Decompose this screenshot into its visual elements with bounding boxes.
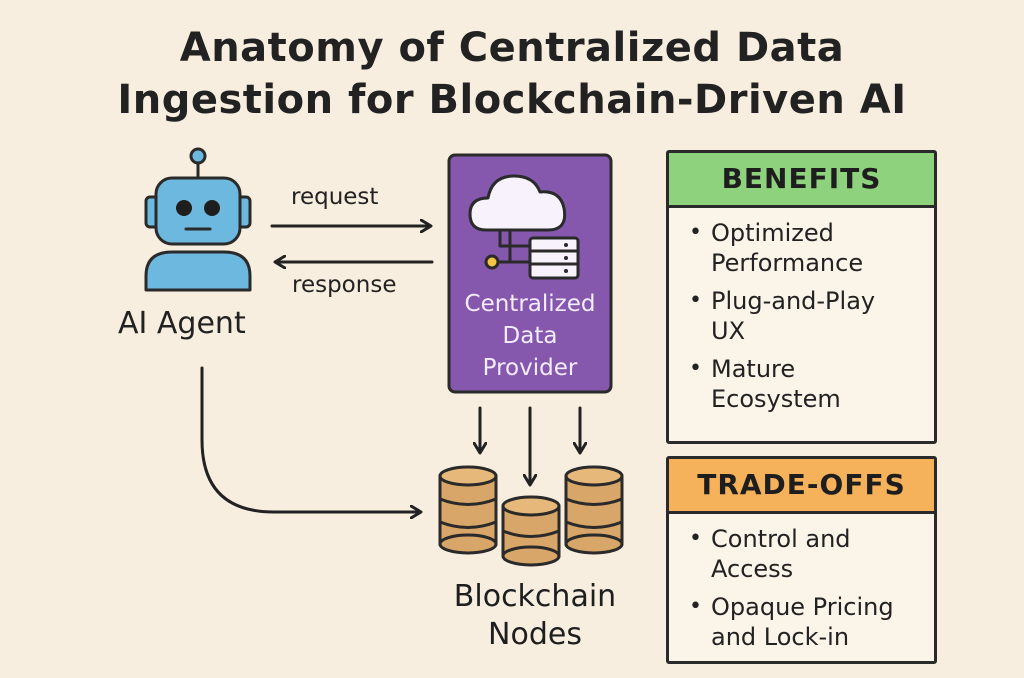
list-item-line: Control and — [711, 525, 851, 553]
list-item-line: Performance — [711, 249, 864, 277]
cloud-server-icon — [468, 174, 580, 280]
benefits-heading: BENEFITS — [669, 153, 934, 208]
list-item-line: Mature — [711, 355, 796, 383]
tradeoffs-panel: TRADE-OFFS Control and Access Opaque Pri… — [666, 456, 937, 664]
list-item: Opaque Pricing and Lock-in — [687, 592, 922, 652]
title-line-1: Anatomy of Centralized Data — [179, 25, 845, 71]
benefits-panel: BENEFITS Optimized Performance Plug-and-… — [666, 150, 937, 444]
tradeoffs-heading: TRADE-OFFS — [669, 459, 934, 514]
list-item-line: UX — [711, 317, 746, 345]
response-label: response — [292, 272, 397, 298]
list-item: Plug-and-Play UX — [687, 286, 922, 346]
benefits-list: Optimized Performance Plug-and-Play UX M… — [669, 208, 934, 432]
robot-icon — [144, 147, 252, 292]
title-line-2: Ingestion for Blockchain-Driven AI — [117, 77, 907, 123]
provider-label-line: Centralized — [464, 291, 596, 317]
provider-label-line: Provider — [482, 355, 578, 381]
tradeoffs-list: Control and Access Opaque Pricing and Lo… — [669, 514, 934, 670]
nodes-label-line: Nodes — [488, 617, 582, 652]
list-item-line: and Lock-in — [711, 623, 850, 651]
list-item-line: Ecosystem — [711, 385, 841, 413]
list-item: Mature Ecosystem — [687, 354, 922, 414]
list-item-line: Optimized — [711, 219, 834, 247]
list-item-line: Access — [711, 555, 794, 583]
diagram-title: Anatomy of Centralized Data Ingestion fo… — [0, 22, 1024, 126]
list-item-line: Opaque Pricing — [711, 593, 894, 621]
provider-label-line: Data — [502, 323, 558, 349]
nodes-label-line: Blockchain — [453, 579, 617, 614]
agent-label: AI Agent — [118, 306, 246, 341]
list-item-line: Plug-and-Play — [711, 287, 876, 315]
request-label: request — [291, 184, 379, 210]
list-item: Control and Access — [687, 524, 922, 584]
list-item: Optimized Performance — [687, 218, 922, 278]
agent-to-nodes-arrow — [200, 366, 420, 512]
provider-label: Centralized Data Provider — [451, 288, 609, 384]
nodes-label: Blockchain Nodes — [420, 578, 650, 654]
database-stack-icon — [438, 465, 624, 567]
